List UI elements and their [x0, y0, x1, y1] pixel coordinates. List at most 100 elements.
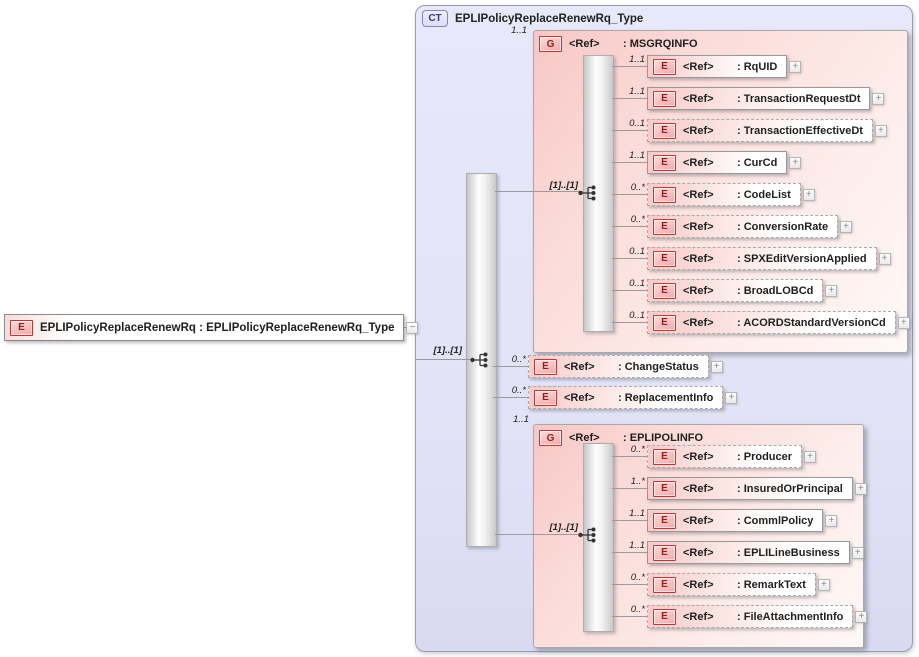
expand-button[interactable]: + — [804, 450, 817, 463]
cardinality-label: 0..* — [511, 354, 526, 365]
sequence-compositor-icon[interactable] — [577, 184, 601, 202]
element-name: RemarkText — [737, 579, 806, 591]
ref-label: <Ref> — [683, 316, 714, 329]
ref-label: <Ref> — [683, 450, 714, 463]
element-box[interactable]: E <Ref> EPLILineBusiness — [647, 541, 850, 564]
ref-label: <Ref> — [683, 546, 714, 559]
expand-button[interactable]: + — [878, 252, 891, 265]
sequence-cardinality-label: [1]..[1] — [549, 180, 579, 191]
element-box[interactable]: E <Ref> CurCd — [647, 151, 788, 174]
ref-label: <Ref> — [683, 60, 714, 73]
cardinality-label: 0..1 — [629, 278, 645, 289]
element-badge: E — [653, 448, 676, 465]
element-badge: E — [653, 58, 676, 75]
element-box[interactable]: E <Ref> ACORDStandardVersionCd — [647, 311, 896, 334]
ref-label: <Ref> — [569, 432, 600, 444]
element-badge: E — [653, 512, 676, 529]
element-box[interactable]: E <Ref> SPXEditVersionApplied — [647, 247, 877, 270]
expand-button[interactable]: + — [874, 124, 887, 137]
cardinality-label: 0..1 — [629, 118, 645, 129]
ref-label: <Ref> — [683, 610, 714, 623]
element-badge: E — [534, 358, 557, 375]
group-cardinality-label: 1..1 — [511, 25, 527, 36]
cardinality-label: 1..1 — [629, 508, 645, 519]
element-box[interactable]: E <Ref> ChangeStatus — [528, 355, 709, 378]
element-badge: E — [653, 154, 676, 171]
expand-button[interactable]: + — [789, 60, 802, 73]
root-element-row: E EPLIPolicyReplaceRenewRq : EPLIPolicyR… — [4, 314, 419, 341]
connector-line — [612, 456, 647, 457]
ref-label: <Ref> — [683, 188, 714, 201]
element-box[interactable]: E <Ref> FileAttachmentInfo — [647, 605, 854, 628]
expand-button[interactable]: + — [855, 610, 868, 623]
element-name: EPLILineBusiness — [737, 547, 840, 559]
element-name: InsuredOrPrincipal — [737, 483, 843, 495]
element-box[interactable]: E <Ref> ConversionRate — [647, 215, 839, 238]
element-name: CodeList — [737, 189, 791, 201]
complex-type-icon: CT — [422, 10, 448, 27]
element-box[interactable]: E <Ref> RemarkText — [647, 573, 816, 596]
connector-line — [612, 194, 647, 195]
element-name: SPXEditVersionApplied — [737, 253, 867, 265]
element-badge: E — [653, 576, 676, 593]
element-name: ChangeStatus — [618, 361, 699, 373]
sequence-compositor-icon[interactable] — [469, 351, 493, 369]
cardinality-label: 0..* — [630, 572, 645, 583]
connector-line — [612, 98, 647, 99]
connector-line — [612, 584, 647, 585]
element-box[interactable]: E <Ref> CommlPolicy — [647, 509, 824, 532]
element-badge: E — [653, 282, 676, 299]
connector-line — [612, 130, 647, 131]
cardinality-label: 1..1 — [629, 150, 645, 161]
expand-button[interactable]: + — [710, 360, 723, 373]
ref-label: <Ref> — [683, 578, 714, 591]
sequence-spine-msgrqinfo — [583, 55, 614, 332]
ref-label: <Ref> — [683, 284, 714, 297]
element-box[interactable]: E <Ref> ReplacementInfo — [528, 386, 724, 409]
group-header[interactable]: G <Ref> EPLIPOLINFO — [539, 430, 703, 446]
element-badge: E — [653, 250, 676, 267]
element-box[interactable]: E <Ref> InsuredOrPrincipal — [647, 477, 853, 500]
connector-line — [612, 258, 647, 259]
element-name: ACORDStandardVersionCd — [737, 317, 885, 329]
element-box[interactable]: E <Ref> BroadLOBCd — [647, 279, 824, 302]
complex-type-header: CT EPLIPolicyReplaceRenewRq_Type — [422, 10, 643, 27]
group-header[interactable]: G <Ref> MSGRQINFO — [539, 36, 698, 52]
sequence-compositor-icon[interactable] — [577, 526, 601, 544]
expand-button[interactable]: + — [851, 546, 864, 559]
element-badge: E — [653, 218, 676, 235]
expand-button[interactable]: + — [789, 156, 802, 169]
element-box[interactable]: E <Ref> CodeList — [647, 183, 801, 206]
expand-button[interactable]: + — [825, 284, 838, 297]
expand-button[interactable]: + — [854, 482, 867, 495]
ref-label: <Ref> — [569, 38, 600, 50]
element-box[interactable]: E <Ref> TransactionRequestDt — [647, 87, 871, 110]
expand-button[interactable]: + — [817, 578, 830, 591]
cardinality-label: 0..* — [630, 444, 645, 455]
element-name: Producer — [737, 451, 792, 463]
expand-button[interactable]: + — [802, 188, 815, 201]
ref-label: <Ref> — [564, 360, 595, 373]
expand-button[interactable]: + — [897, 316, 910, 329]
cardinality-label: 1..* — [630, 476, 645, 487]
complex-type-title: EPLIPolicyReplaceRenewRq_Type — [455, 12, 644, 25]
element-badge: E — [653, 90, 676, 107]
ref-label: <Ref> — [683, 252, 714, 265]
sequence-cardinality-label: [1]..[1] — [433, 345, 463, 356]
element-box[interactable]: E <Ref> TransactionEffectiveDt — [647, 119, 873, 142]
connector-line — [612, 488, 647, 489]
expand-button[interactable]: + — [872, 92, 885, 105]
expand-button[interactable]: + — [825, 514, 838, 527]
collapse-button[interactable]: − — [406, 321, 419, 334]
ref-label: <Ref> — [683, 482, 714, 495]
connector-line — [493, 366, 528, 367]
element-badge: E — [653, 122, 676, 139]
cardinality-label: 1..1 — [629, 54, 645, 65]
expand-button[interactable]: + — [840, 220, 853, 233]
group-cardinality-label: 1..1 — [513, 414, 529, 425]
element-name: TransactionRequestDt — [737, 93, 861, 105]
expand-button[interactable]: + — [725, 391, 738, 404]
element-box[interactable]: E <Ref> Producer — [647, 445, 803, 468]
root-element-box[interactable]: E EPLIPolicyReplaceRenewRq : EPLIPolicyR… — [4, 314, 405, 341]
element-box[interactable]: E <Ref> RqUID — [647, 55, 788, 78]
